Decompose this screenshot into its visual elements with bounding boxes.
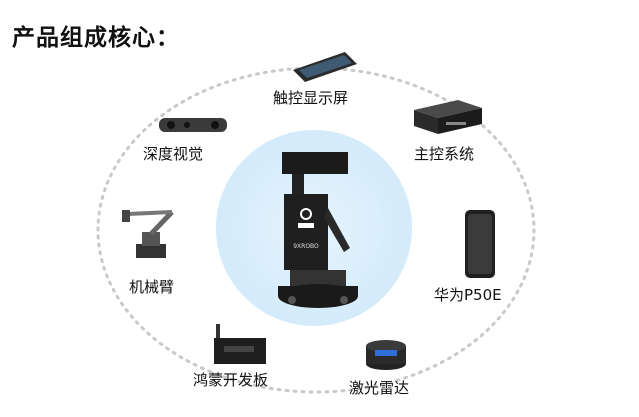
phone-icon [463, 208, 497, 280]
lidar-icon [363, 336, 409, 372]
robot-arm-icon [118, 200, 184, 262]
robot-icon: 9XROBO [270, 148, 360, 316]
label-huawei-phone: 华为P50E [434, 284, 502, 305]
touch-display-icon [289, 48, 359, 86]
label-depth-vision: 深度视觉 [143, 143, 203, 164]
label-hongmeng-board: 鸿蒙开发板 [193, 369, 268, 390]
dev-board-icon [212, 322, 268, 366]
main-control-icon [410, 96, 484, 138]
label-touch-display: 触控显示屏 [273, 87, 348, 108]
depth-camera-icon [157, 114, 229, 136]
label-robot-arm: 机械臂 [129, 276, 174, 297]
label-main-control: 主控系统 [414, 143, 474, 164]
label-lidar: 激光雷达 [349, 377, 409, 398]
robot-brand-text: 9XROBO [293, 243, 319, 250]
